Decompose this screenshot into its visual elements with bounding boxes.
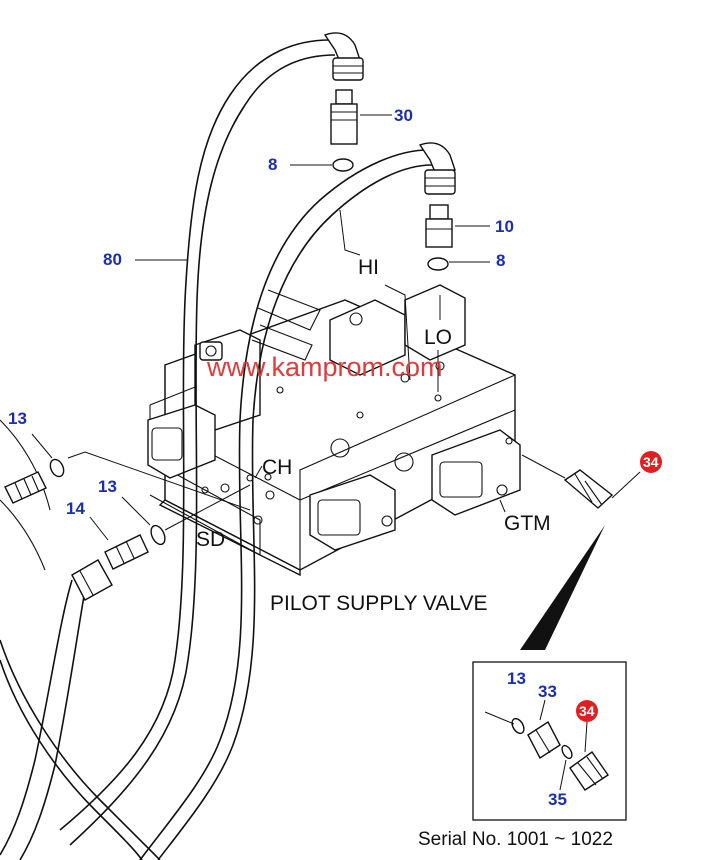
hose-80 — [59, 39, 336, 846]
diagram-title: PILOT SUPPLY VALVE — [270, 592, 488, 615]
port-ch: CH — [262, 456, 292, 479]
hose-lower-left — [0, 419, 161, 860]
callout-13-mid: 13 — [98, 477, 117, 496]
part-30-fitting — [330, 89, 358, 145]
detail-pointer — [520, 525, 605, 650]
detail-callout-13: 13 — [507, 669, 526, 688]
detail-callout-35: 35 — [548, 790, 567, 809]
callout-8-lower: 8 — [496, 251, 505, 270]
callout-80: 80 — [103, 250, 122, 269]
port-hi: HI — [358, 256, 379, 279]
hose-nut-left — [71, 559, 113, 601]
part-13-oring-mid — [150, 524, 166, 546]
callout-34-badge: 34 — [640, 451, 662, 473]
detail-parts — [511, 717, 609, 791]
callout-30: 30 — [394, 106, 413, 125]
watermark: www.kamprom.com — [206, 352, 443, 382]
serial-number: Serial No. 1001 ~ 1022 — [418, 829, 613, 850]
callout-10: 10 — [495, 217, 514, 236]
callout-14: 14 — [66, 499, 85, 518]
callout-8-upper: 8 — [268, 155, 277, 174]
port-gtm: GTM — [504, 512, 551, 535]
hose-to-lo — [139, 149, 433, 860]
detail-callout-34: 34 — [579, 703, 595, 719]
leader-lines — [31, 114, 641, 791]
callout-13-left: 13 — [8, 409, 27, 428]
part-8-oring-lower — [427, 257, 449, 271]
part-14-fitting — [104, 534, 149, 570]
part-8-oring-upper — [332, 158, 354, 172]
hose-elbow-right — [418, 142, 456, 195]
hose-elbow-top — [323, 32, 364, 81]
detail-callout-33: 33 — [538, 682, 557, 701]
detail-callout-34-badge: 34 — [576, 700, 598, 722]
part-34-fitting — [563, 469, 614, 509]
fitting-left-upper — [4, 471, 47, 504]
port-lo: LO — [424, 326, 452, 349]
callout-34: 34 — [643, 454, 659, 470]
port-sd: SD — [196, 528, 225, 551]
part-13-oring-left — [49, 458, 65, 478]
part-10-fitting — [425, 204, 453, 248]
